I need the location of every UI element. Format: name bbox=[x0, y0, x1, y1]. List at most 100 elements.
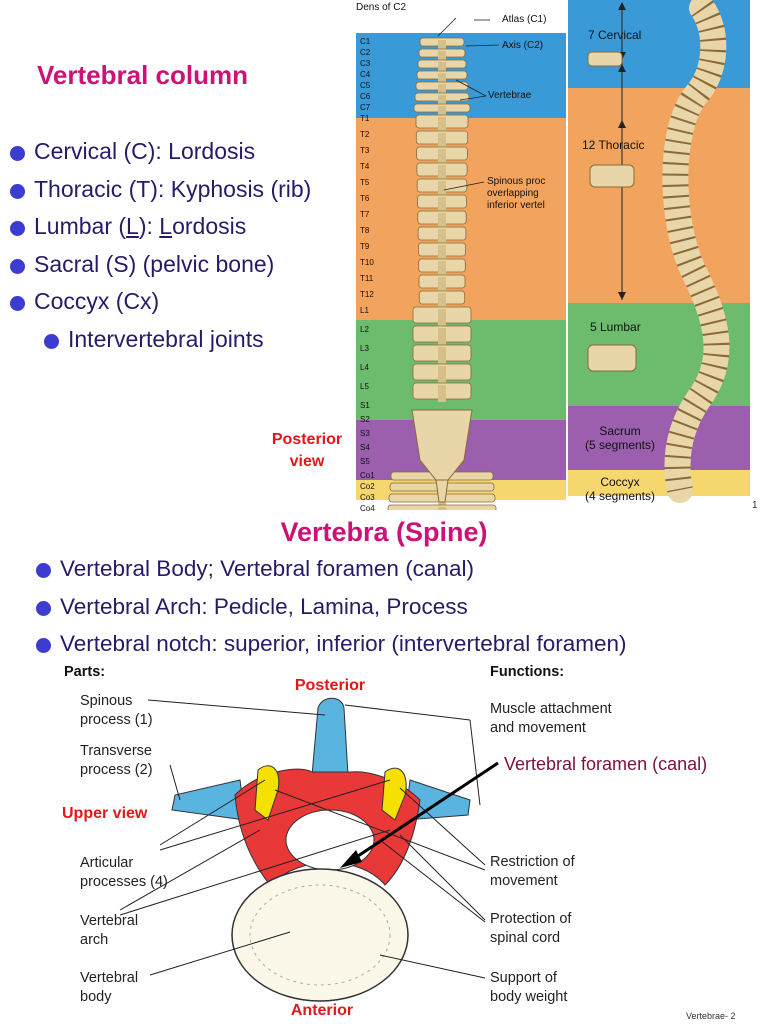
vertebra-label: Co4 bbox=[360, 504, 375, 513]
vertebra-label: T11 bbox=[360, 274, 374, 283]
bullet-vertebral-arch: Vertebral Arch: Pedicle, Lamina, Process bbox=[34, 588, 627, 626]
vertebra-label: L2 bbox=[360, 325, 369, 334]
sub-bullet-intervertebral-joints: Intervertebral joints bbox=[42, 321, 311, 359]
vertebra-label: S5 bbox=[360, 457, 370, 466]
spinous-process-t11 bbox=[438, 277, 446, 291]
lateral-thoracic-band bbox=[568, 88, 750, 303]
vertebra-label: S4 bbox=[360, 443, 370, 452]
foramen-arrow-shaft bbox=[351, 761, 499, 862]
label-atlas: Atlas (C1) bbox=[502, 14, 547, 25]
vertebra-label: Co3 bbox=[360, 493, 375, 502]
lateral-spine-diagram: 7 Cervical 12 Thoracic 5 Lumbar Sacrum (… bbox=[568, 0, 750, 510]
foramen-arrow-head bbox=[340, 850, 362, 868]
bullet-lumbar: Lumbar (L): Lordosis bbox=[8, 208, 311, 246]
bullet-coccyx: Coccyx (Cx) bbox=[8, 283, 311, 321]
vertebra-upper-view-diagram bbox=[119, 697, 499, 1002]
left-transverse-process bbox=[171, 779, 246, 821]
label-spinous-processes: Spinous proc overlapping inferior vertel bbox=[487, 176, 546, 211]
posterior-view-label: Posterior view bbox=[271, 431, 343, 470]
upper-view-label: Upper view bbox=[62, 805, 148, 822]
column-bullet-list: Cervical (C): Lordosis Thoracic (T): Kyp… bbox=[8, 133, 311, 358]
bullet-thoracic: Thoracic (T): Kyphosis (rib) bbox=[8, 171, 311, 209]
coccyx-shape bbox=[435, 479, 449, 503]
spinous-process-l3 bbox=[438, 347, 446, 364]
spinous-process-c1 bbox=[438, 40, 446, 49]
sample-thoracic-vertebra bbox=[589, 164, 635, 188]
section-title-vertebra: Vertebra (Spine) bbox=[280, 517, 488, 547]
label-5-lumbar: 5 Lumbar bbox=[590, 320, 641, 334]
spinous-process-l2 bbox=[438, 328, 446, 345]
spinous-process-l5 bbox=[438, 385, 446, 402]
vertebral-foramen-label: Vertebral foramen (canal) bbox=[504, 754, 708, 774]
spinous-process-c3 bbox=[438, 62, 446, 71]
vertebra-label: T5 bbox=[360, 178, 370, 187]
spinous-process-c4 bbox=[438, 73, 446, 82]
spinous-process-t1 bbox=[438, 117, 446, 131]
vertebra-label: C6 bbox=[360, 92, 371, 101]
spinous-process-co4 bbox=[438, 507, 446, 510]
bullet-vertebral-body: Vertebral Body; Vertebral foramen (canal… bbox=[34, 550, 627, 588]
parts-heading: Parts: bbox=[64, 664, 106, 680]
spinous-process-t7 bbox=[438, 213, 446, 227]
spinous-process-l1 bbox=[438, 309, 446, 326]
vertebra-label: C2 bbox=[360, 48, 371, 57]
spinous-process-t2 bbox=[438, 133, 446, 147]
spinous-process bbox=[311, 697, 349, 776]
bullet-vertebral-notch: Vertebral notch: superior, inferior (int… bbox=[34, 625, 627, 663]
vertebra-label: C1 bbox=[360, 37, 371, 46]
footer-label: Vertebrae- 2 bbox=[686, 1011, 736, 1021]
spinous-process-t4 bbox=[438, 165, 446, 179]
vertebra-label: C7 bbox=[360, 103, 371, 112]
sample-lumbar-vertebra bbox=[587, 344, 637, 372]
vertebral-body bbox=[231, 868, 409, 1002]
slide-number: 1 bbox=[752, 500, 758, 511]
lateral-spine-segments bbox=[662, 0, 730, 493]
spinous-process-t5 bbox=[438, 181, 446, 195]
spinous-process-t12 bbox=[438, 293, 446, 307]
vertebra-label: Co2 bbox=[360, 482, 375, 491]
vertebra-label: L1 bbox=[360, 306, 369, 315]
spinous-process-t6 bbox=[438, 197, 446, 211]
vertebra-label: L3 bbox=[360, 344, 369, 353]
anterior-label: Anterior bbox=[290, 1002, 354, 1019]
spinous-process-c5 bbox=[438, 84, 446, 93]
sample-cervical-vertebra bbox=[587, 51, 623, 67]
vertebra-label: T6 bbox=[360, 194, 370, 203]
lateral-sacral-band bbox=[568, 406, 750, 470]
label-7-cervical: 7 Cervical bbox=[588, 28, 642, 42]
spinous-process-c2 bbox=[438, 51, 446, 60]
label-coccyx: Coccyx (4 segments) bbox=[584, 475, 656, 503]
posterior-spine-drawing bbox=[387, 17, 500, 510]
spinous-process-t9 bbox=[438, 245, 446, 259]
label-sacrum: Sacrum (5 segments) bbox=[584, 424, 656, 452]
spinous-process-c7 bbox=[438, 106, 446, 115]
label-axis: Axis (C2) bbox=[502, 40, 544, 51]
vertebra-label: T10 bbox=[360, 258, 374, 267]
lateral-coccyx-band bbox=[568, 470, 750, 496]
spinous-process-t10 bbox=[438, 261, 446, 275]
vertebra-label: T8 bbox=[360, 226, 370, 235]
vertebra-label: T4 bbox=[360, 162, 370, 171]
label-vertebrae: Vertebrae bbox=[488, 90, 532, 101]
vertebra-label: C5 bbox=[360, 81, 371, 90]
posterior-vertebrae-shapes bbox=[387, 37, 497, 510]
lateral-spine-drawing bbox=[587, 0, 730, 503]
vertebra-label: T2 bbox=[360, 130, 370, 139]
page-title-vertebral-column: Vertebral column bbox=[37, 60, 248, 90]
left-articular-process bbox=[254, 765, 280, 821]
spinous-process-c6 bbox=[438, 95, 446, 104]
vertebra-label: C3 bbox=[360, 59, 371, 68]
sacrum-shape bbox=[411, 409, 473, 481]
spinous-process-t8 bbox=[438, 229, 446, 243]
bullet-sacral: Sacral (S) (pelvic bone) bbox=[8, 246, 311, 284]
vertebra-label: T12 bbox=[360, 290, 374, 299]
vertebra-bullet-list: Vertebral Body; Vertebral foramen (canal… bbox=[34, 550, 627, 663]
